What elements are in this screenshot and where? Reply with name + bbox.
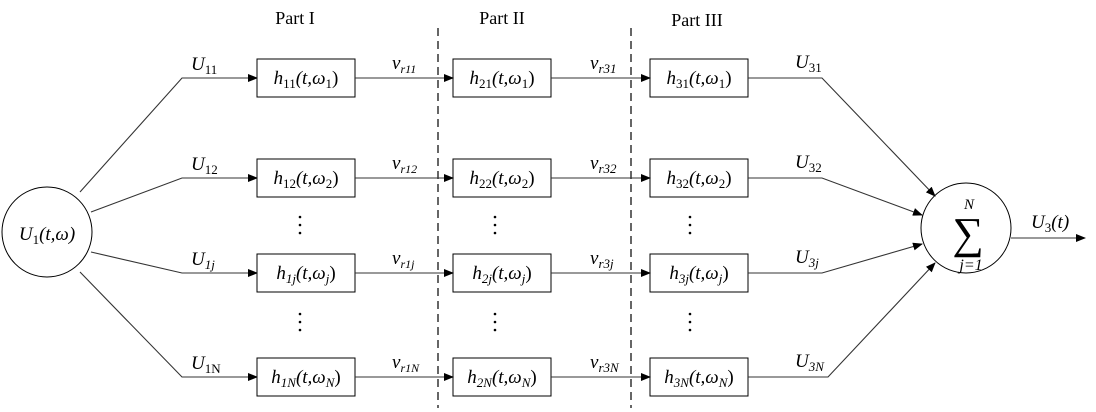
filter-block-label: h21(t,ω1)	[469, 68, 534, 91]
vertical-ellipsis	[688, 215, 692, 235]
input-branch-label: U1N	[191, 353, 221, 376]
input-branch-arrow	[90, 251, 258, 277]
v-r3-label: vr3N	[590, 352, 620, 375]
filter-block	[452, 58, 552, 98]
filter-block-label: h3N(t,ωN)	[664, 367, 733, 390]
filter-block-label: h3j(t,ωj)	[669, 263, 728, 286]
output-label: U3(t)	[1031, 212, 1069, 235]
output-branch-arrow	[748, 77, 936, 197]
input-branch-label: U11	[191, 54, 217, 77]
filter-block-label: h1N(t,ωN)	[271, 367, 340, 390]
source-node: U1(t,ω)	[1, 186, 93, 278]
filter-block	[649, 58, 749, 98]
branch-row: U12 h12(t,ω2) h22(t,ω2) h32(t,ω2) vr12 vr32 U3…	[90, 152, 923, 216]
input-branch-arrow	[79, 74, 258, 193]
branch-row: U1j h1j(t,ωj) h2j(t,ωj) h3j(t,ωj) vr1j vr3j U3…	[90, 242, 923, 293]
vertical-ellipsis	[298, 215, 302, 235]
source-sub: 1	[33, 232, 40, 247]
input-branch-arrow	[79, 271, 258, 381]
v-r3-label: vr32	[590, 153, 617, 176]
filter-block	[256, 357, 356, 397]
filter-block	[452, 158, 552, 198]
output-branch-arrow	[748, 177, 923, 216]
v-r3-label: vr3j	[590, 248, 614, 271]
sum-symbol: ∑	[952, 209, 983, 258]
filter-block	[256, 158, 356, 198]
output-branch-label: U3j	[795, 247, 819, 270]
v-r1-label: vr12	[392, 153, 417, 176]
vertical-ellipsis	[688, 312, 692, 332]
filter-block-label: h22(t,ω2)	[469, 168, 534, 191]
input-branch-label: U12	[191, 154, 218, 177]
v-r1-label: vr11	[392, 53, 416, 76]
output-branch-arrow	[748, 242, 923, 274]
v-r1-label: vr1N	[392, 352, 420, 375]
output-branch-label: U31	[795, 52, 822, 75]
sum-upper-limit: N	[963, 197, 975, 213]
vertical-ellipsis	[493, 215, 497, 235]
filter-block-label: h31(t,ω1)	[666, 68, 731, 91]
svg-text:U1(t,ω): U1(t,ω)	[19, 224, 75, 247]
input-branch-label: U1j	[191, 249, 215, 272]
part-1-label: Part I	[275, 8, 315, 28]
filter-block-label: h2N(t,ωN)	[467, 367, 536, 390]
filter-block	[256, 253, 356, 293]
source-main: U	[19, 224, 34, 245]
sum-node: N ∑ j=1	[920, 182, 1012, 274]
filter-block	[649, 158, 749, 198]
filter-block	[256, 58, 356, 98]
filter-block-label: h1j(t,ωj)	[276, 263, 335, 286]
source-args: (t,ω)	[39, 224, 75, 245]
sum-lower-limit: j=1	[957, 257, 982, 274]
part-2-label: Part II	[479, 8, 524, 28]
vertical-ellipsis	[493, 312, 497, 332]
output-branch-arrow	[748, 262, 936, 378]
vertical-ellipsis	[298, 312, 302, 332]
output-branch-label: U3N	[795, 351, 825, 374]
filter-block-label: h32(t,ω2)	[666, 168, 731, 191]
output-branch-label: U32	[795, 152, 822, 175]
filter-block-label: h11(t,ω1)	[274, 68, 339, 91]
input-branch-arrow	[90, 174, 258, 213]
branch-row: U1N h1N(t,ωN) h2N(t,ωN) h3N(t,ωN) vr1N vr3N U3…	[79, 262, 936, 397]
part-3-label: Part III	[671, 10, 722, 30]
v-r1-label: vr1j	[392, 248, 415, 271]
filter-block-label: h2j(t,ωj)	[472, 263, 531, 286]
filter-block-label: h12(t,ω2)	[273, 168, 338, 191]
v-r3-label: vr31	[590, 53, 617, 76]
